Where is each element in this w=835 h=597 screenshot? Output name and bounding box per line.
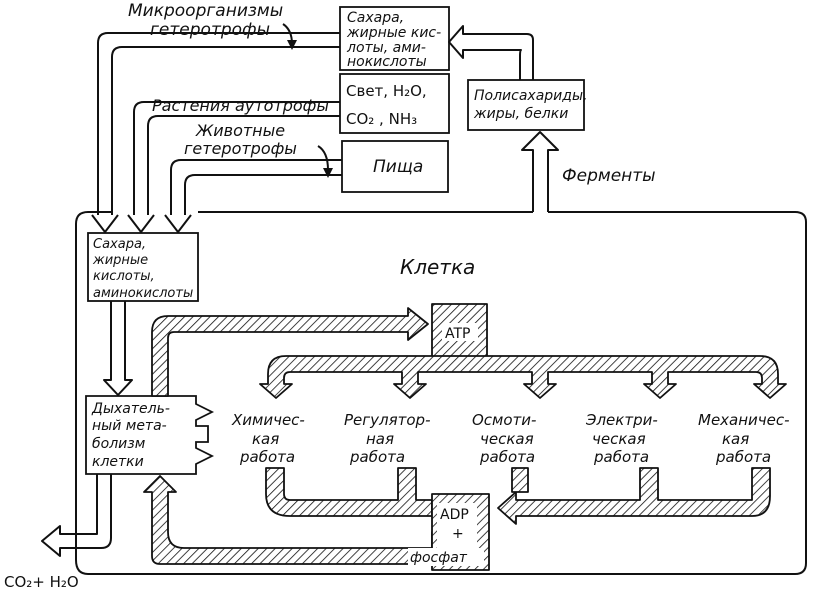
- light-text-1: Свет, H₂O,: [346, 82, 427, 100]
- light-text-2: CO₂ , NH₃: [346, 110, 417, 128]
- food-channel: [170, 159, 342, 215]
- enzymes-arrow: [521, 131, 559, 212]
- animals-pointer-head: [323, 168, 333, 178]
- food-text: Пища: [373, 157, 423, 177]
- atp-text: ATP: [445, 326, 470, 342]
- microorganisms-label: Микроорганизмы: [128, 1, 283, 21]
- animals-pointer: [317, 145, 329, 171]
- plants-channel-head: [127, 214, 155, 233]
- electrical-work: Электри- ческая работа: [585, 411, 663, 466]
- polysaccharides-text: Полисахариды, жиры, белки: [473, 88, 592, 122]
- sugars-to-respiration-arrow: [103, 301, 133, 396]
- enzymes-label: Ферменты: [562, 166, 656, 186]
- chemical-work: Химичес- кая работа: [231, 411, 310, 466]
- waste-arrow: [41, 474, 112, 557]
- plants-channel: [133, 101, 340, 215]
- waste-label: CO₂+ H₂O: [4, 573, 79, 591]
- atp-label-bg: [442, 323, 478, 341]
- cell-boundary: [75, 211, 807, 575]
- microorganisms-channel: [97, 32, 340, 215]
- atp-distribution-flow: [259, 355, 787, 399]
- cell-label: Клетка: [400, 255, 475, 279]
- sugars-cell-box: [87, 232, 199, 302]
- sugars-top-box: [339, 6, 450, 71]
- adp-text-3: фосфат: [410, 550, 468, 566]
- sugars-cell-text: Сахара, жирные кислоты, аминокислоты: [92, 237, 193, 301]
- adp-label-bg: [437, 503, 477, 549]
- respiration-text: Дыхатель- ный мета- болизм клетки: [91, 401, 174, 470]
- polysaccharides-box: [467, 79, 585, 131]
- respiration-box: [85, 395, 215, 475]
- plants-label: Растения аутотрофы: [152, 96, 329, 115]
- food-box: [341, 140, 449, 193]
- light-box: [339, 73, 450, 134]
- food-channel-head: [164, 214, 192, 233]
- adp-text-2: +: [452, 526, 464, 542]
- mechanical-work: Механичес- кая работа: [698, 411, 794, 466]
- adp-label-bg-2: [408, 548, 484, 566]
- microorganisms-label-2: гетеротрофы: [150, 20, 270, 40]
- microorganisms-pointer-head: [287, 40, 297, 50]
- animals-label: Животные: [195, 121, 285, 140]
- animals-label-2: гетеротрофы: [184, 139, 297, 158]
- sugars-top-text: Сахара, жирные кис- лоты, ами- нокислоты: [346, 10, 446, 70]
- adp-text-1: ADP: [440, 507, 469, 523]
- poly-to-sugars-arrow: [448, 25, 534, 80]
- adp-collection-flow-right: [497, 467, 771, 525]
- osmotic-work: Осмоти- ческая работа: [472, 411, 541, 466]
- osmotic-return-flow: [511, 467, 529, 493]
- respiration-to-atp-flow: [151, 307, 429, 397]
- regulatory-work: Регулятор- ная работа: [344, 411, 435, 466]
- microorganisms-channel-head: [91, 214, 119, 233]
- adp-collection-flow: [265, 467, 433, 517]
- adp-to-respiration-flow: [143, 475, 433, 565]
